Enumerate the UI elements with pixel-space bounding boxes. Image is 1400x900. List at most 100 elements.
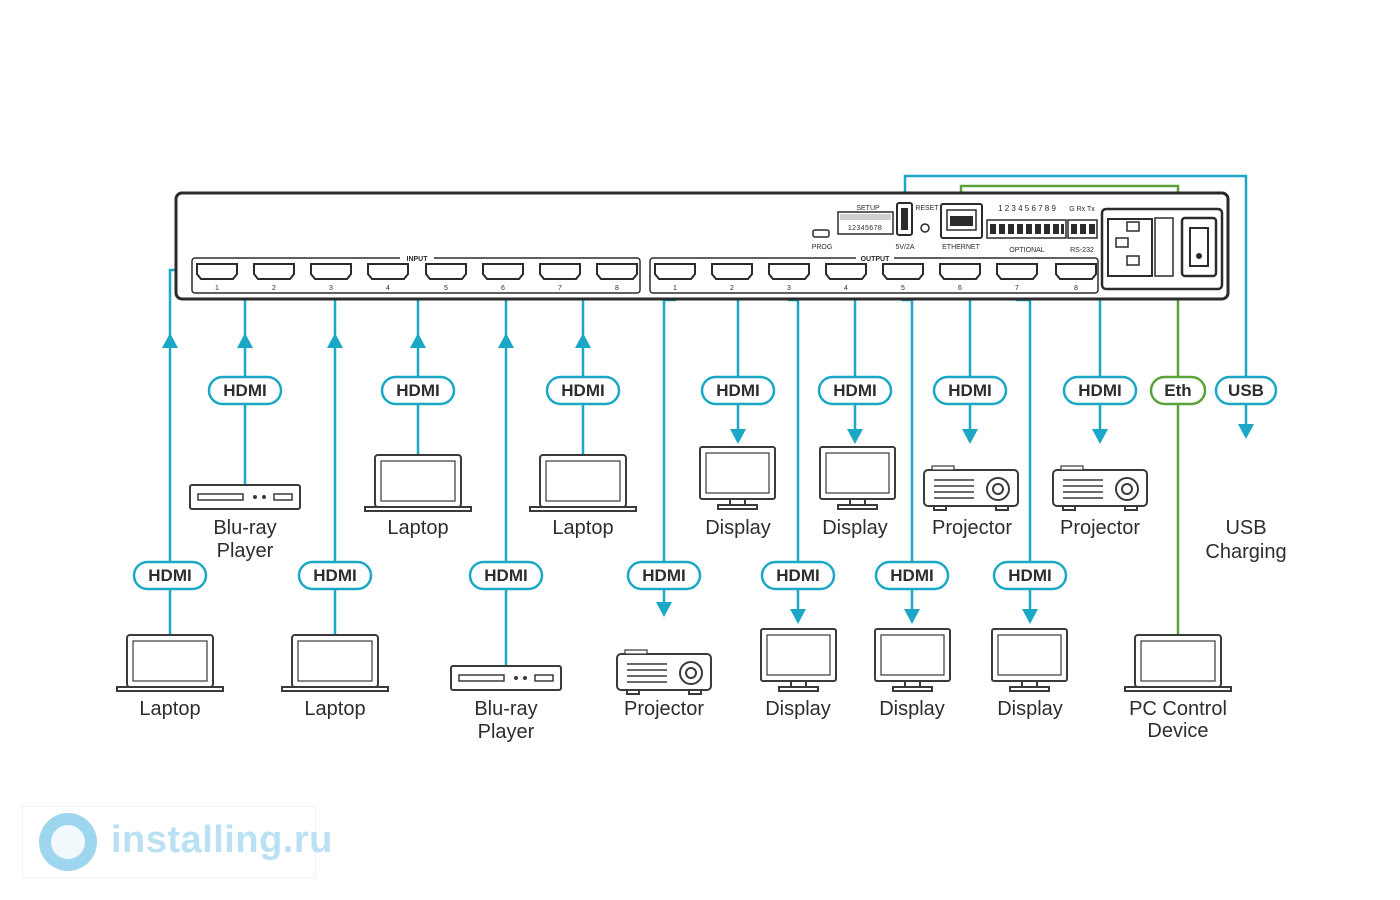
display-icon — [760, 628, 837, 692]
laptop-icon — [116, 634, 224, 692]
hdmi-pill: HDMI — [297, 560, 373, 591]
hdmi-input-port-3[interactable] — [310, 263, 352, 280]
hdmi-output-port-6[interactable] — [939, 263, 981, 280]
input-number: 8 — [615, 285, 619, 292]
pc-laptop-icon — [1124, 634, 1232, 692]
arrow-down-output-3 — [790, 609, 806, 624]
arrow-down-output-8 — [1092, 429, 1108, 444]
eth-pill: Eth — [1149, 375, 1207, 406]
hdmi-input-port-6[interactable] — [482, 263, 524, 280]
output-group-label: OUTPUT — [861, 256, 891, 263]
arrow-down-output-6 — [962, 429, 978, 444]
watermark-logo-icon — [39, 813, 97, 871]
hdmi-pill: HDMI — [626, 560, 702, 591]
hdmi-pill: HDMI — [545, 375, 621, 406]
hdmi-output-port-4[interactable] — [825, 263, 867, 280]
hdmi-output-port-1[interactable] — [654, 263, 696, 280]
input-number: 6 — [501, 285, 505, 292]
hdmi-input-port-2[interactable] — [253, 263, 295, 280]
usb-line — [903, 174, 1248, 430]
hdmi-input-port-7[interactable] — [539, 263, 581, 280]
prog-port[interactable] — [812, 229, 830, 238]
projector-icon — [616, 649, 712, 695]
svg-text:HDMI: HDMI — [642, 566, 685, 585]
hdmi-output-port-3[interactable] — [768, 263, 810, 280]
svg-text:HDMI: HDMI — [148, 566, 191, 585]
hdmi-input-port-1[interactable] — [196, 263, 238, 280]
device-label: Projector — [932, 517, 1012, 539]
output-number: 1 — [673, 285, 677, 292]
input-number: 3 — [329, 285, 333, 292]
device-labels: Blu-ray Player Laptop Laptop Display Dis… — [139, 517, 1286, 743]
device-label: PC Control — [1129, 698, 1227, 720]
power-inlet-icon[interactable] — [1107, 218, 1153, 277]
arrow-down-usb — [1238, 424, 1254, 439]
svg-text:HDMI: HDMI — [948, 381, 991, 400]
svg-text:HDMI: HDMI — [313, 566, 356, 585]
laptop-icon — [529, 454, 637, 512]
device-label: Display — [705, 517, 771, 539]
optional-pin-numbers: 1 2 3 4 5 6 7 8 9 — [998, 204, 1056, 213]
arrow-down-output-7 — [1022, 609, 1038, 624]
svg-text:HDMI: HDMI — [716, 381, 759, 400]
device-label: Blu-ray — [213, 517, 276, 539]
hdmi-pill: HDMI — [932, 375, 1008, 406]
device-label: Player — [478, 721, 535, 743]
hdmi-pill: HDMI — [700, 375, 776, 406]
reset-button[interactable] — [920, 223, 930, 233]
hdmi-pill: HDMI — [817, 375, 893, 406]
arrow-down-output-1 — [656, 602, 672, 617]
hdmi-pill: HDMI — [760, 560, 836, 591]
arrow-up-input-6 — [498, 333, 514, 348]
optional-label: OPTIONAL — [1009, 247, 1045, 254]
input-number: 5 — [444, 285, 448, 292]
display-icon — [819, 446, 896, 510]
input-number: 4 — [386, 285, 390, 292]
device-label: Display — [997, 698, 1063, 720]
output-4-line — [844, 280, 857, 440]
display-icon — [991, 628, 1068, 692]
svg-text:USB: USB — [1228, 381, 1264, 400]
hdmi-input-port-5[interactable] — [425, 263, 467, 280]
hdmi-input-port-8[interactable] — [596, 263, 638, 280]
arrow-up-input-2 — [237, 333, 253, 348]
output-number: 7 — [1015, 285, 1019, 292]
device-label: Projector — [624, 698, 704, 720]
device-label: Display — [879, 698, 945, 720]
hdmi-output-port-8[interactable] — [1055, 263, 1097, 280]
svg-text:HDMI: HDMI — [890, 566, 933, 585]
device-label: Projector — [1060, 517, 1140, 539]
projector-icon — [1052, 465, 1148, 511]
arrow-up-input-3 — [327, 333, 343, 348]
device-label: Display — [822, 517, 888, 539]
svg-text:HDMI: HDMI — [484, 566, 527, 585]
hdmi-pill: HDMI — [207, 375, 283, 406]
rs232-pin-labels: G Rx Tx — [1069, 206, 1095, 213]
device-label: Blu-ray — [474, 698, 537, 720]
device-label: Charging — [1205, 541, 1286, 563]
reset-label: RESET — [915, 205, 939, 212]
laptop-icon — [364, 454, 472, 512]
output-8-line — [1074, 280, 1102, 440]
connection-pills: HDMI HDMI HDMI HDMI HDMI HDMI HDMI Eth — [132, 375, 1278, 591]
output-number: 5 — [901, 285, 905, 292]
device-label: Player — [217, 540, 274, 562]
hdmi-input-port-4[interactable] — [367, 263, 409, 280]
hdmi-output-port-5[interactable] — [882, 263, 924, 280]
output-number: 6 — [958, 285, 962, 292]
arrow-down-output-2 — [730, 429, 746, 444]
svg-text:HDMI: HDMI — [561, 381, 604, 400]
input-group-label: INPUT — [407, 256, 429, 263]
hdmi-output-port-2[interactable] — [711, 263, 753, 280]
hdmi-output-port-7[interactable] — [996, 263, 1038, 280]
setup-label: SETUP — [856, 205, 880, 212]
input-port-numbers: 1 2 3 4 5 6 7 8 — [215, 285, 619, 292]
device-label: Laptop — [552, 517, 613, 539]
device-label: Device — [1147, 720, 1208, 742]
output-number: 8 — [1074, 285, 1078, 292]
rs232-label: RS-232 — [1070, 247, 1094, 254]
svg-text:Eth: Eth — [1164, 381, 1191, 400]
output-number: 3 — [787, 285, 791, 292]
input-ports — [196, 263, 638, 280]
